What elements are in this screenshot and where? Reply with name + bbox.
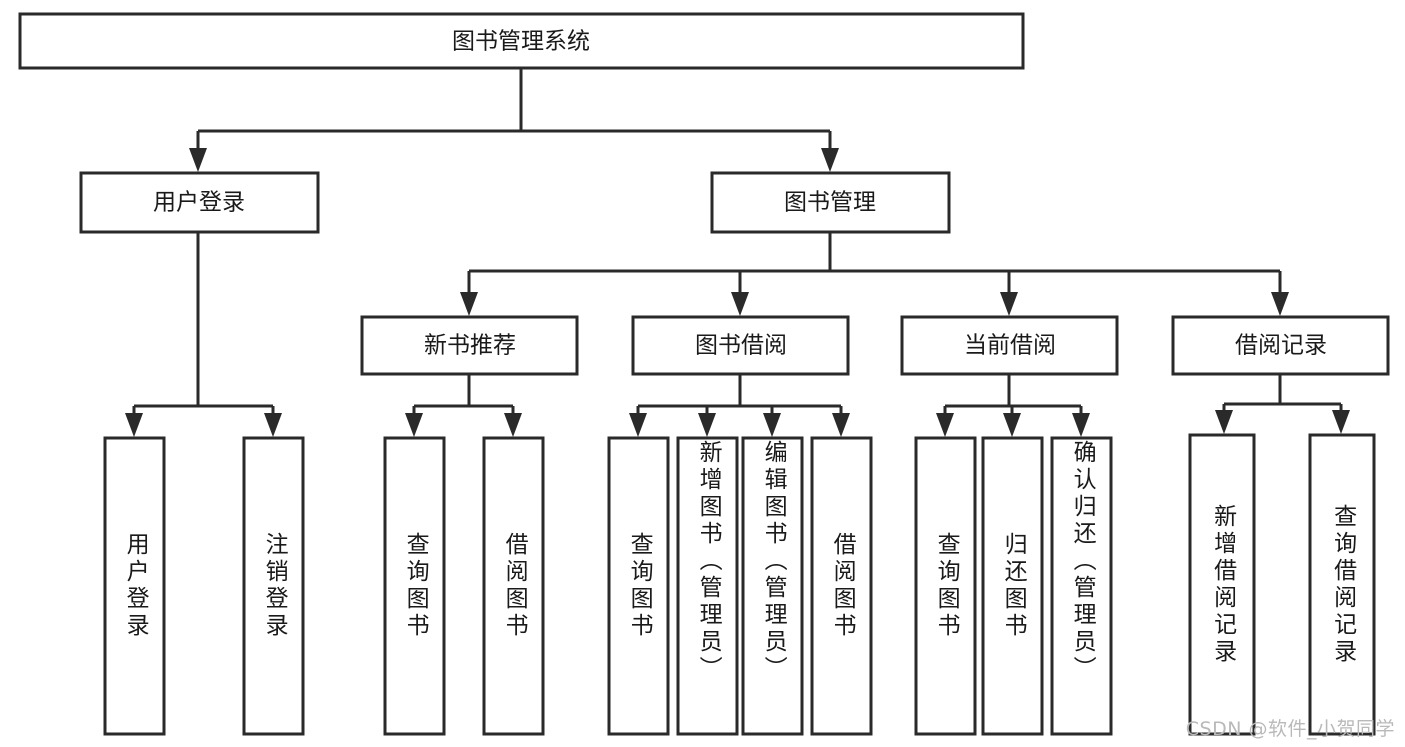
arrow-head-bb-leaf-2 [698, 413, 716, 437]
node-current-borrow-box[interactable] [900, 315, 1119, 376]
node-new-book-recommend-label: 新书推荐 [424, 333, 516, 359]
arrow-head-cb-leaf-2 [1003, 413, 1021, 437]
arrow-head-new-book [460, 292, 478, 316]
node-book-borrow-box[interactable] [631, 315, 850, 376]
arrow-head-bb-leaf-1 [629, 413, 647, 437]
arrow-head-leaf-logout [264, 413, 282, 437]
arrow-head-borrow-record [1271, 292, 1289, 316]
leaf-box-bb-edit-book-admin[interactable] [741, 436, 804, 736]
node-borrow-record-label: 借阅记录 [1235, 333, 1327, 359]
leaf-box-bb-borrow-book[interactable] [810, 436, 873, 736]
arrow-head-bb-leaf-4 [832, 413, 850, 437]
node-root-box[interactable] [18, 12, 1025, 70]
edges-root-to-level2 [189, 68, 839, 172]
node-new-book-recommend-box[interactable] [360, 315, 579, 376]
arrow-head-br-leaf-1 [1215, 410, 1233, 434]
node-book-borrow-label: 图书借阅 [695, 333, 787, 359]
arrow-head-current-borrow [1000, 292, 1018, 316]
leaf-box-cb-confirm-return-admin[interactable] [1050, 436, 1113, 736]
arrow-head-book-mgmt [821, 148, 839, 172]
leaf-box-br-query-record[interactable] [1308, 433, 1376, 736]
node-user-login-label: 用户登录 [153, 190, 245, 216]
leaf-box-user-login[interactable] [103, 436, 166, 736]
node-root-label: 图书管理系统 [452, 29, 590, 55]
arrow-head-user-login [189, 148, 207, 172]
arrow-head-nb-leaf-1 [405, 413, 423, 437]
arrow-head-cb-leaf-3 [1072, 413, 1090, 437]
edges-book-mgmt-to-level3 [460, 232, 1289, 316]
leaf-box-cb-query-book[interactable] [914, 436, 977, 736]
edges-current-borrow-to-leaves [936, 375, 1090, 437]
leaf-box-bb-query-book[interactable] [607, 436, 670, 736]
arrow-head-leaf-user-login [125, 413, 143, 437]
node-book-management-box[interactable] [710, 171, 951, 234]
node-book-management-label: 图书管理 [784, 190, 876, 216]
node-borrow-record-box[interactable] [1171, 315, 1390, 376]
leaf-box-br-add-record[interactable] [1188, 433, 1256, 736]
edges-borrow-record-to-leaves [1215, 375, 1350, 434]
arrow-head-br-leaf-2 [1332, 410, 1350, 434]
leaf-box-nb-borrow-book[interactable] [482, 436, 545, 736]
leaf-box-cb-return-book[interactable] [981, 436, 1044, 736]
edges-book-borrow-to-leaves [629, 375, 850, 437]
edges-user-login-to-leaves [125, 232, 282, 437]
leaf-box-bb-add-book-admin[interactable] [676, 436, 739, 736]
arrow-head-cb-leaf-1 [936, 413, 954, 437]
arrow-head-nb-leaf-2 [504, 413, 522, 437]
node-current-borrow-label: 当前借阅 [964, 333, 1056, 359]
edges-new-book-to-leaves [405, 375, 522, 437]
node-user-login-box[interactable] [79, 171, 320, 234]
leaf-box-logout[interactable] [242, 436, 305, 736]
leaf-box-nb-query-book[interactable] [383, 436, 446, 736]
arrow-head-book-borrow [731, 292, 749, 316]
arrow-head-bb-leaf-3 [763, 413, 781, 437]
watermark-text: CSDN @软件_小贺同学 [1185, 718, 1395, 740]
